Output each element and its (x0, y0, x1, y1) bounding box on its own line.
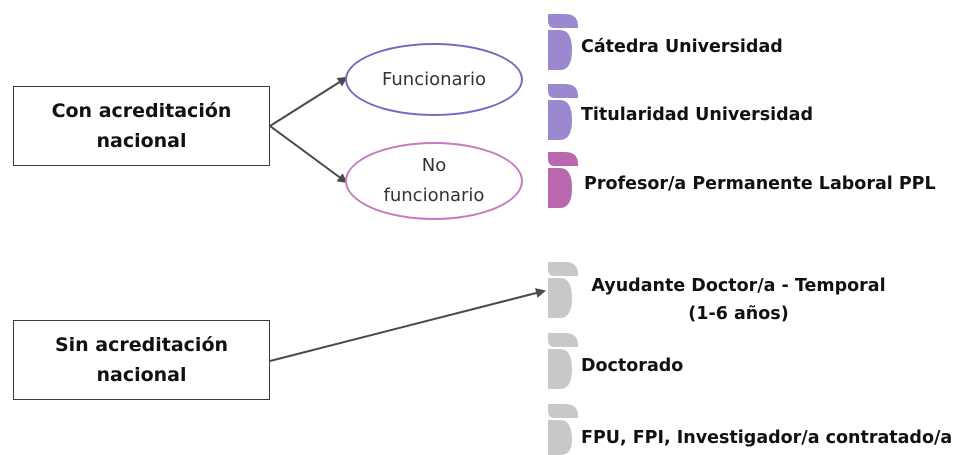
marker-ayudante (548, 262, 578, 318)
con-acreditacion-line2: nacional (96, 130, 187, 152)
position-doctorado: Doctorado (581, 356, 684, 376)
no-funcionario-line1: No (421, 155, 447, 176)
ellipse-no-funcionario: No funcionario (345, 142, 523, 220)
sin-acreditacion-line2: nacional (96, 364, 187, 386)
sin-acreditacion-line1: Sin acreditación (54, 334, 229, 356)
position-ppl: Profesor/a Permanente Laboral PPL (584, 174, 936, 194)
position-fpu: FPU, FPI, Investigador/a contratado/a (581, 428, 953, 448)
arrow-sin-to-ayudante (269, 288, 546, 362)
position-ayudante: Ayudante Doctor/a - Temporal (1-6 años) (586, 272, 891, 328)
no-funcionario-line2: funcionario (383, 185, 485, 206)
box-con-acreditacion: Con acreditación nacional (13, 86, 270, 166)
arrow-con-to-funcionario (269, 76, 348, 127)
ellipse-funcionario: Funcionario (345, 43, 523, 116)
marker-titularidad (548, 84, 578, 140)
arrow-con-to-no-funcionario (269, 125, 348, 184)
ayudante-line1: Ayudante Doctor/a - Temporal (591, 276, 886, 296)
marker-doctorado (548, 333, 578, 389)
ayudante-line2: (1-6 años) (688, 304, 789, 324)
marker-ppl (548, 152, 578, 208)
marker-catedra (548, 14, 578, 70)
box-sin-acreditacion: Sin acreditación nacional (13, 320, 270, 400)
marker-fpu (548, 404, 578, 455)
con-acreditacion-line1: Con acreditación (51, 100, 232, 122)
position-titularidad: Titularidad Universidad (581, 105, 814, 125)
position-catedra: Cátedra Universidad (581, 37, 783, 57)
funcionario-label: Funcionario (382, 68, 486, 90)
